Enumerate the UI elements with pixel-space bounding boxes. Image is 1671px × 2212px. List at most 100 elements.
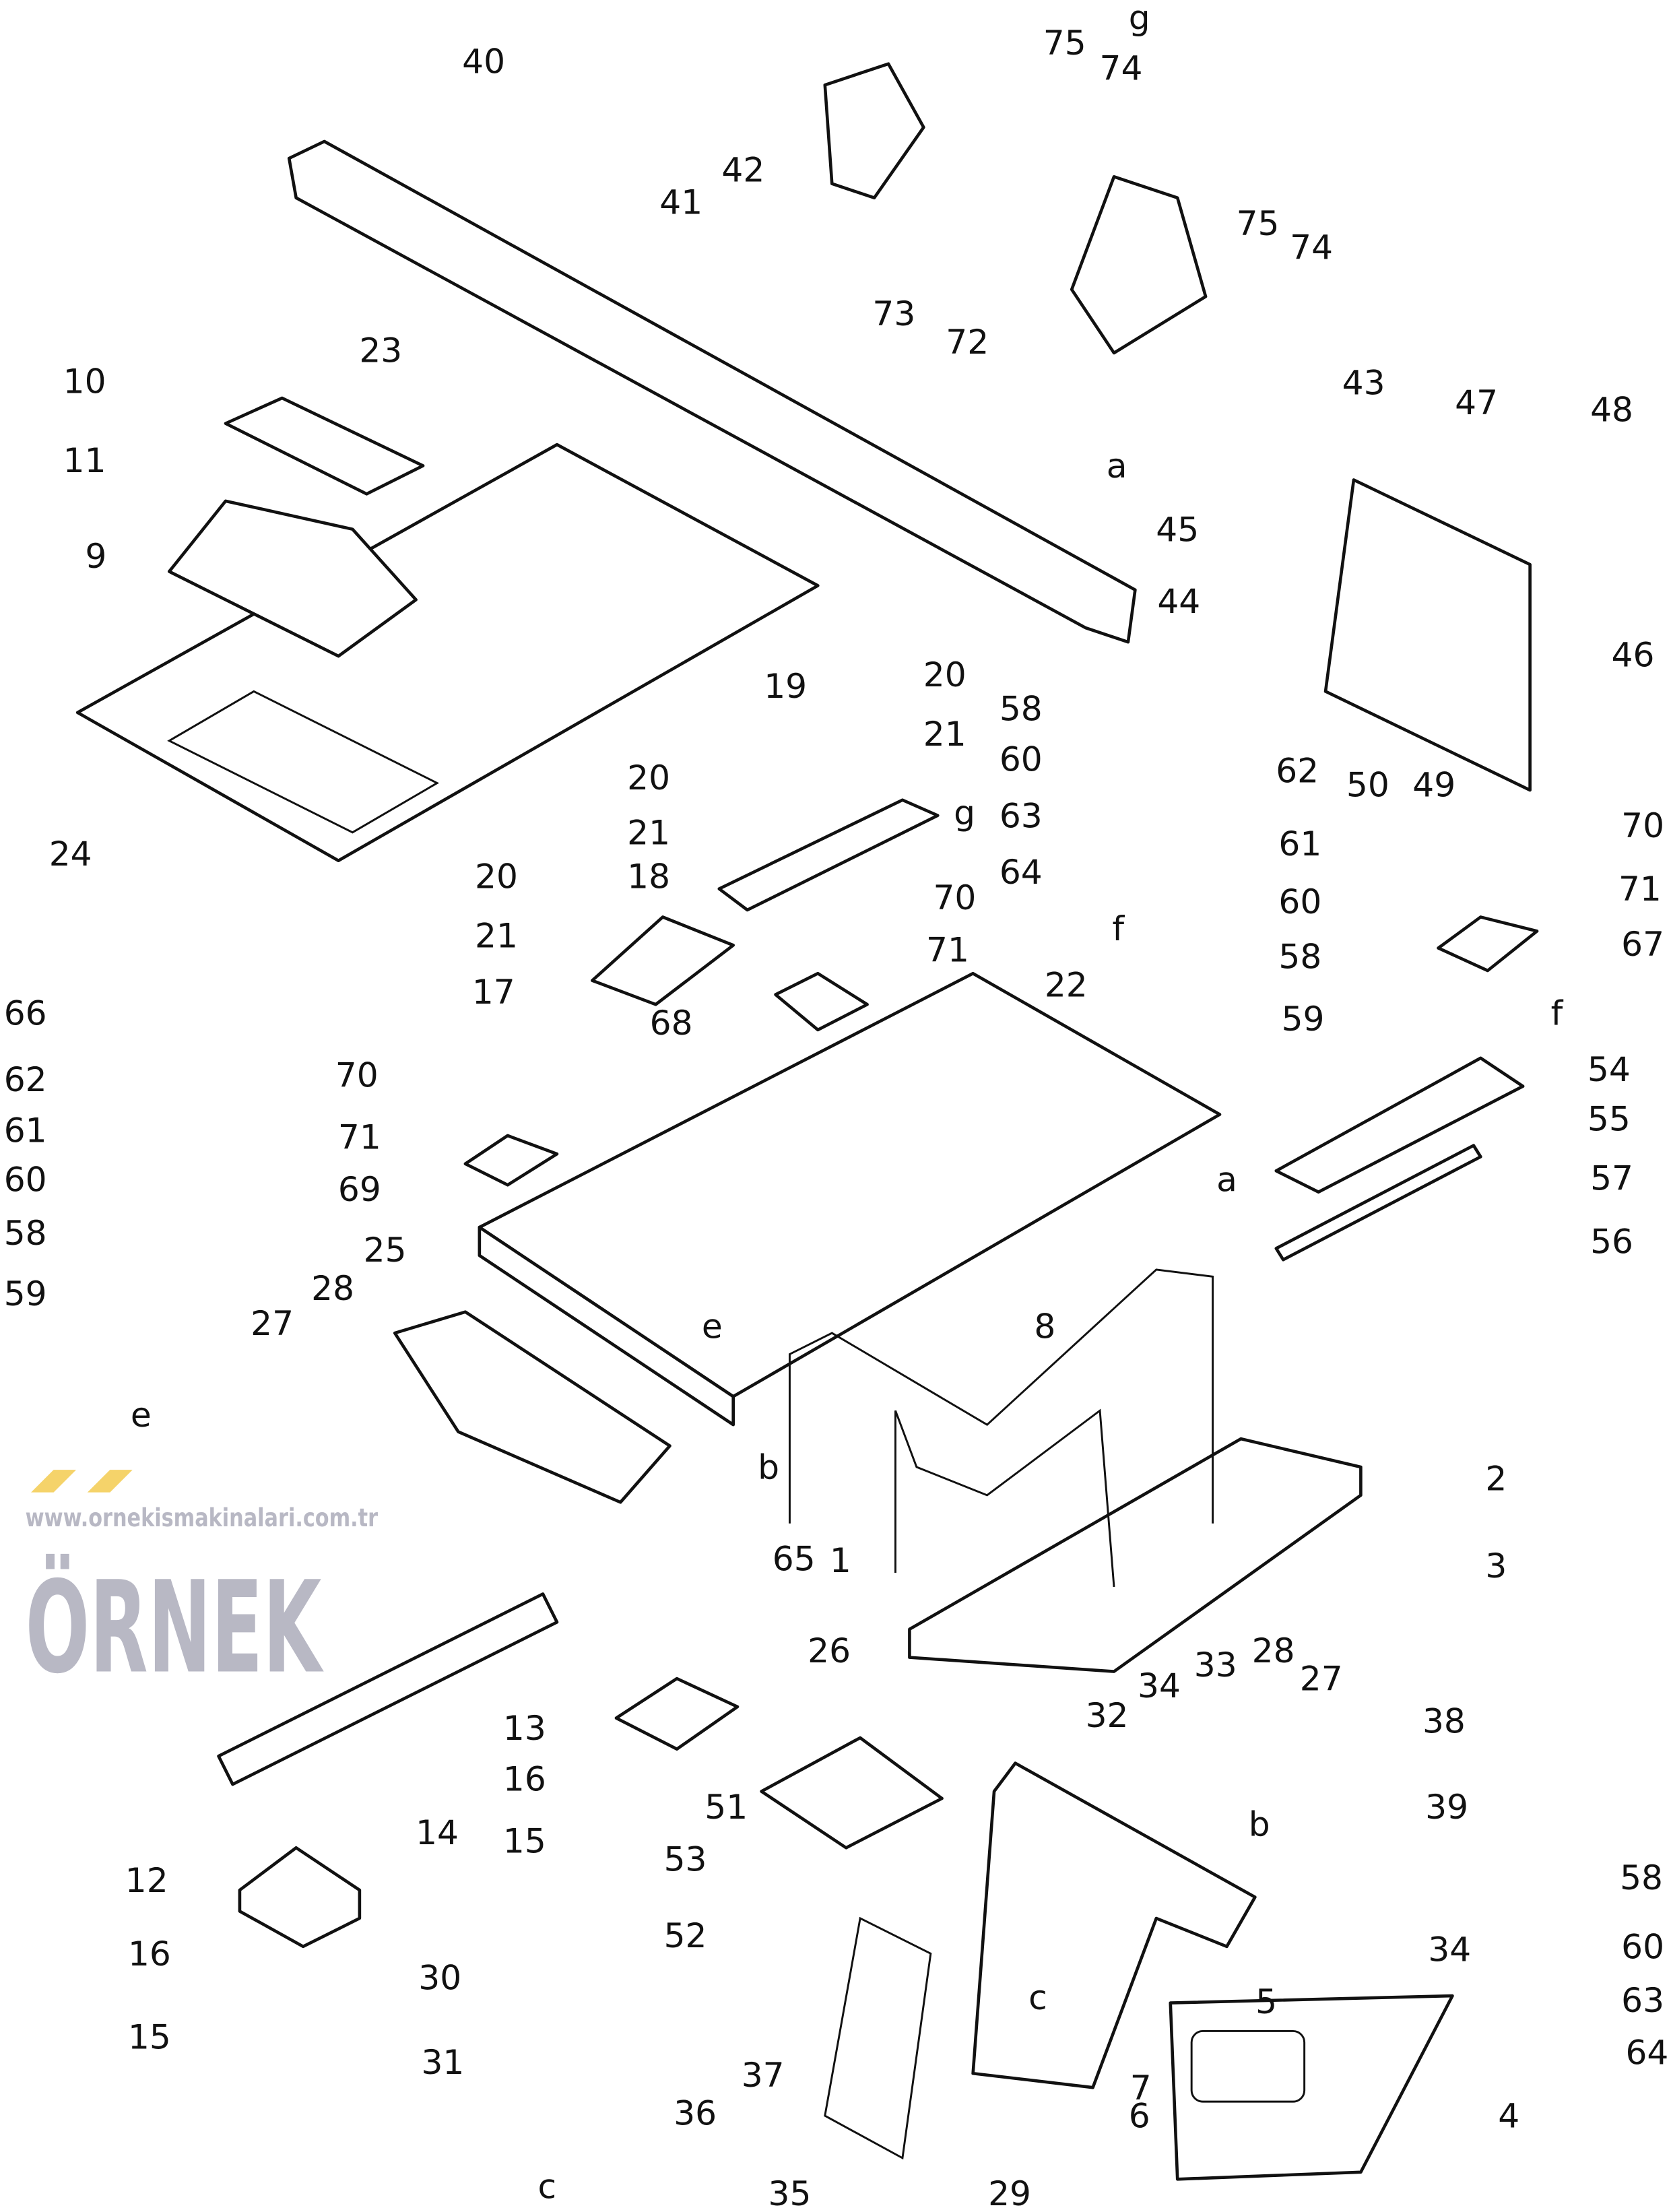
- watermark-accent-mark: [31, 1470, 77, 1493]
- part-label: 28: [1252, 1631, 1295, 1670]
- part-beam: [287, 139, 1137, 644]
- part-label: 21: [627, 813, 670, 853]
- part-label: 2: [1485, 1458, 1507, 1498]
- part-label: 1: [830, 1540, 851, 1580]
- part-label: 35: [768, 2174, 811, 2212]
- part-box: [1169, 1994, 1454, 2181]
- part-label: 64: [1625, 2033, 1668, 2073]
- part-label: f: [1551, 994, 1564, 1033]
- part-label: 56: [1590, 1222, 1633, 1262]
- part-label: 57: [1590, 1158, 1633, 1198]
- part-label: 54: [1587, 1049, 1631, 1089]
- part-label: 51: [705, 1787, 748, 1827]
- part-label: 58: [4, 1213, 47, 1253]
- part-plate-small: [614, 1677, 740, 1751]
- part-plate-67: [1437, 915, 1539, 973]
- part-label: 61: [4, 1110, 47, 1150]
- part-label: 30: [418, 1958, 461, 1998]
- part-label: 26: [808, 1631, 851, 1670]
- part-handrail-lower: [894, 1408, 1115, 1588]
- part-label: 69: [338, 1169, 381, 1209]
- part-label: 41: [659, 183, 702, 222]
- part-label: 5: [1255, 1982, 1277, 2021]
- part-label: 60: [1000, 740, 1043, 779]
- part-label: 32: [1086, 1695, 1129, 1735]
- part-cover-plate: [591, 915, 735, 1006]
- part-label: 68: [650, 1003, 693, 1043]
- parts: [75, 62, 1539, 2181]
- part-frame: [478, 971, 1222, 1398]
- part-label: 16: [128, 1934, 171, 1974]
- part-label: 29: [988, 2174, 1031, 2212]
- part-label: 52: [664, 1916, 707, 1955]
- part-label: 75: [1237, 203, 1280, 243]
- part-label: 60: [1621, 1927, 1664, 1967]
- part-label: 63: [1621, 1980, 1664, 2020]
- part-label: 20: [627, 758, 670, 798]
- part-label: c: [1028, 1978, 1047, 2017]
- part-step: [908, 1437, 1363, 1673]
- part-label: a: [1216, 1160, 1237, 1200]
- part-label: 58: [1000, 688, 1043, 728]
- part-plate: [224, 396, 425, 496]
- part-label: 70: [933, 878, 976, 917]
- part-label: 74: [1100, 48, 1143, 88]
- part-label: 13: [503, 1708, 546, 1748]
- part-platform: [75, 443, 820, 863]
- part-strip-thin: [1274, 1144, 1482, 1262]
- part-label: 36: [674, 2093, 717, 2133]
- part-platform-opening: [167, 690, 440, 834]
- part-label: 48: [1590, 389, 1633, 429]
- part-label: 58: [1620, 1858, 1663, 1897]
- part-strip: [1274, 1056, 1525, 1194]
- part-plate-long: [217, 1592, 559, 1786]
- part-label: 39: [1425, 1787, 1468, 1827]
- part-label: 16: [503, 1759, 546, 1798]
- watermark-accent-mark: [87, 1470, 133, 1493]
- part-label: 20: [923, 655, 966, 694]
- part-label: 20: [475, 856, 518, 896]
- part-label: 47: [1455, 383, 1498, 422]
- part-label: 66: [4, 994, 47, 1033]
- part-label: 6: [1129, 2096, 1150, 2136]
- part-label: 11: [63, 441, 106, 480]
- part-label: g: [1129, 0, 1150, 37]
- part-ladder: [824, 1916, 932, 2160]
- part-label: 7: [1130, 2068, 1152, 2108]
- part-label: 22: [1045, 965, 1088, 1005]
- part-label: 10: [63, 362, 106, 401]
- part-label: 70: [1621, 806, 1664, 845]
- part-label: 40: [462, 41, 505, 81]
- part-label: 60: [1278, 882, 1321, 921]
- part-label: 74: [1290, 228, 1333, 267]
- part-frame-side: [478, 1225, 735, 1427]
- part-label: 34: [1428, 1930, 1471, 1970]
- part-label: 37: [742, 2055, 785, 2095]
- part-label: 38: [1422, 1701, 1466, 1741]
- part-label: 27: [251, 1303, 294, 1343]
- part-label: 31: [421, 2042, 464, 2082]
- part-label: 72: [946, 322, 989, 362]
- part-label: c: [538, 2166, 557, 2206]
- part-label: 14: [416, 1813, 459, 1852]
- part-label: 73: [872, 294, 915, 333]
- part-label: 65: [773, 1539, 816, 1579]
- part-label: 59: [4, 1274, 47, 1313]
- part-label: 28: [311, 1268, 354, 1308]
- part-label: e: [131, 1395, 152, 1435]
- part-label: 33: [1194, 1645, 1237, 1685]
- watermark-url: www.ornekismakinalari.com.tr: [26, 1503, 379, 1532]
- part-label: 15: [503, 1821, 546, 1860]
- watermark: www.ornekismakinalari.com.tr ÖRNEK: [26, 1470, 379, 1702]
- part-label: 62: [1276, 750, 1319, 790]
- part-label: 71: [338, 1117, 381, 1157]
- part-label: 55: [1587, 1099, 1631, 1139]
- part-label: 19: [764, 666, 807, 706]
- part-label: 42: [721, 150, 764, 189]
- part-label: 23: [359, 330, 402, 370]
- part-plate-square: [760, 1736, 944, 1850]
- part-label: 70: [335, 1055, 379, 1095]
- part-label: 44: [1157, 581, 1200, 621]
- part-label: 25: [364, 1230, 407, 1270]
- part-label: 71: [1618, 869, 1662, 909]
